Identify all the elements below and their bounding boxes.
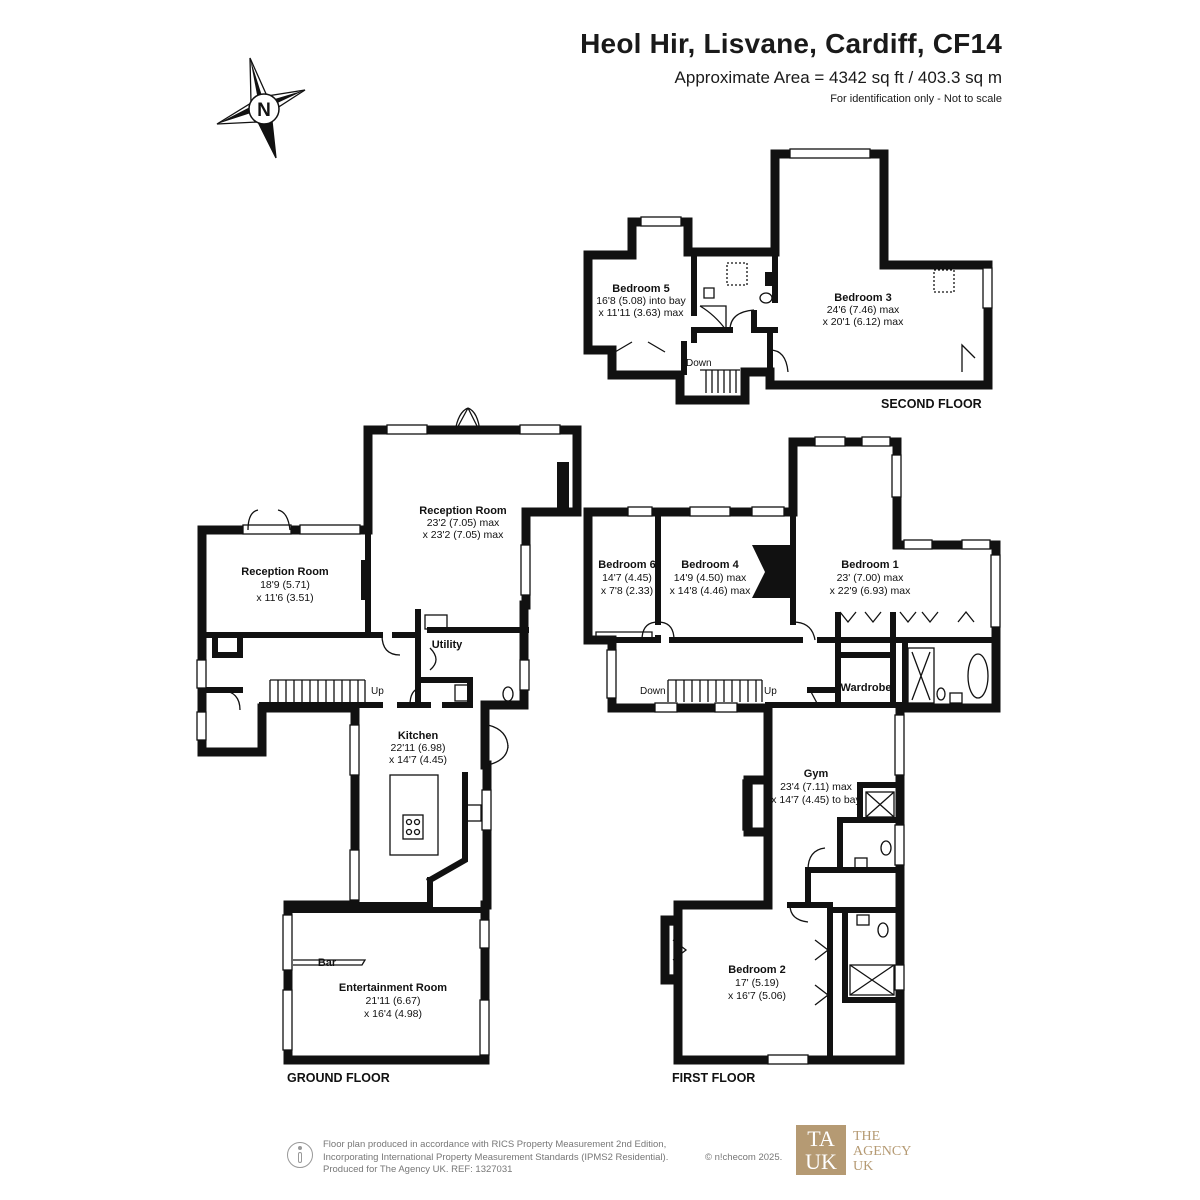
ground-floor-stairs-up: Up bbox=[371, 686, 384, 697]
entertainment-room-dim-2: x 16'4 (4.98) bbox=[364, 1008, 422, 1020]
second-floor-stairs-down: Down bbox=[686, 358, 712, 369]
gym-dim-2: x 14'7 (4.45) to bay bbox=[771, 794, 861, 806]
kitchen-label: Kitchen bbox=[398, 730, 439, 742]
bedroom-1-dim-2: x 22'9 (6.93) max bbox=[830, 585, 912, 597]
bedroom-2-dim-2: x 16'7 (5.06) bbox=[728, 990, 786, 1002]
scale-note: For identification only - Not to scale bbox=[830, 93, 1002, 105]
bedroom-6-label: Bedroom 6 bbox=[598, 559, 655, 571]
bedroom-1-label: Bedroom 1 bbox=[841, 559, 898, 571]
ground-floor: Reception Room 23'2 (7.05) max x 23'2 (7… bbox=[196, 407, 582, 1085]
bedroom-1-dim-1: 23' (7.00) max bbox=[837, 572, 905, 584]
bedroom-3-label: Bedroom 3 bbox=[834, 292, 891, 304]
brand-line-2: AGENCY bbox=[853, 1144, 912, 1159]
person-info-icon bbox=[287, 1142, 313, 1168]
approximate-area: Approximate Area = 4342 sq ft / 403.3 sq… bbox=[674, 68, 1002, 87]
first-floor-stairs-down: Down bbox=[640, 686, 666, 697]
bedroom-5-label: Bedroom 5 bbox=[612, 283, 669, 295]
first-floor-stairs-up: Up bbox=[764, 686, 777, 697]
compass-icon: N bbox=[216, 57, 306, 159]
bedroom-2-label: Bedroom 2 bbox=[728, 964, 785, 976]
bedroom-3-dim-2: x 20'1 (6.12) max bbox=[823, 316, 905, 328]
gym-dim-1: 23'4 (7.11) max bbox=[780, 781, 853, 793]
bedroom-6-dim-2: x 7'8 (2.33) bbox=[601, 585, 653, 597]
logo-bottom: UK bbox=[805, 1149, 837, 1174]
footer-disclaimer: Floor plan produced in accordance with R… bbox=[323, 1139, 668, 1177]
reception-room-large-label: Reception Room bbox=[419, 505, 507, 517]
plan-title: Heol Hir, Lisvane, Cardiff, CF14 bbox=[580, 28, 1002, 59]
reception-room-small-dim-1: 18'9 (5.71) bbox=[260, 579, 310, 591]
copyright: © n!checom 2025. bbox=[705, 1152, 783, 1163]
bedroom-4-label: Bedroom 4 bbox=[681, 559, 739, 571]
bedroom-5-dim-2: x 11'11 (3.63) max bbox=[598, 307, 684, 319]
kitchen-dim-1: 22'11 (6.98) bbox=[391, 742, 446, 754]
agency-name: THE AGENCY UK bbox=[853, 1129, 911, 1174]
ground-floor-label: GROUND FLOOR bbox=[287, 1071, 390, 1085]
second-floor-label: SECOND FLOOR bbox=[881, 397, 982, 411]
utility-label: Utility bbox=[432, 639, 463, 651]
bedroom-4-dim-1: 14'9 (4.50) max bbox=[674, 572, 747, 584]
first-floor: Bedroom 6 14'7 (4.45) x 7'8 (2.33) Bedro… bbox=[583, 436, 1001, 1085]
reception-room-large-dim-2: x 23'2 (7.05) max bbox=[423, 529, 505, 541]
bedroom-6-dim-1: 14'7 (4.45) bbox=[602, 572, 652, 584]
compass-label: N bbox=[257, 100, 271, 121]
second-floor: Bedroom 5 16'8 (5.08) into bay x 11'11 (… bbox=[583, 148, 993, 411]
brand-line-1: THE bbox=[853, 1129, 881, 1144]
gym-label: Gym bbox=[804, 768, 829, 780]
bar-label: Bar bbox=[318, 957, 337, 969]
entertainment-room-dim-1: 21'11 (6.67) bbox=[366, 995, 421, 1007]
logo-top: TA bbox=[807, 1126, 835, 1151]
kitchen-dim-2: x 14'7 (4.45) bbox=[389, 754, 447, 766]
brand-line-3: UK bbox=[853, 1159, 874, 1174]
reception-room-large-dim-1: 23'2 (7.05) max bbox=[427, 517, 500, 529]
wardrobe-label: Wardrobe bbox=[841, 682, 892, 694]
reception-room-small-label: Reception Room bbox=[241, 566, 329, 578]
bedroom-5-dim-1: 16'8 (5.08) into bay bbox=[596, 295, 686, 307]
footer-line-2: Incorporating International Property Mea… bbox=[323, 1151, 669, 1163]
bedroom-3-dim-1: 24'6 (7.46) max bbox=[827, 304, 900, 316]
first-floor-label: FIRST FLOOR bbox=[672, 1071, 755, 1085]
footer-line-3: Produced for The Agency UK. REF: 1327031 bbox=[323, 1164, 513, 1175]
footer-line-1: Floor plan produced in accordance with R… bbox=[323, 1139, 667, 1150]
bedroom-4-dim-2: x 14'8 (4.46) max bbox=[670, 585, 752, 597]
agency-logo: TA UK bbox=[796, 1125, 846, 1175]
entertainment-room-label: Entertainment Room bbox=[339, 982, 447, 994]
bedroom-2-dim-1: 17' (5.19) bbox=[735, 977, 779, 989]
reception-room-small-dim-2: x 11'6 (3.51) bbox=[256, 592, 313, 604]
